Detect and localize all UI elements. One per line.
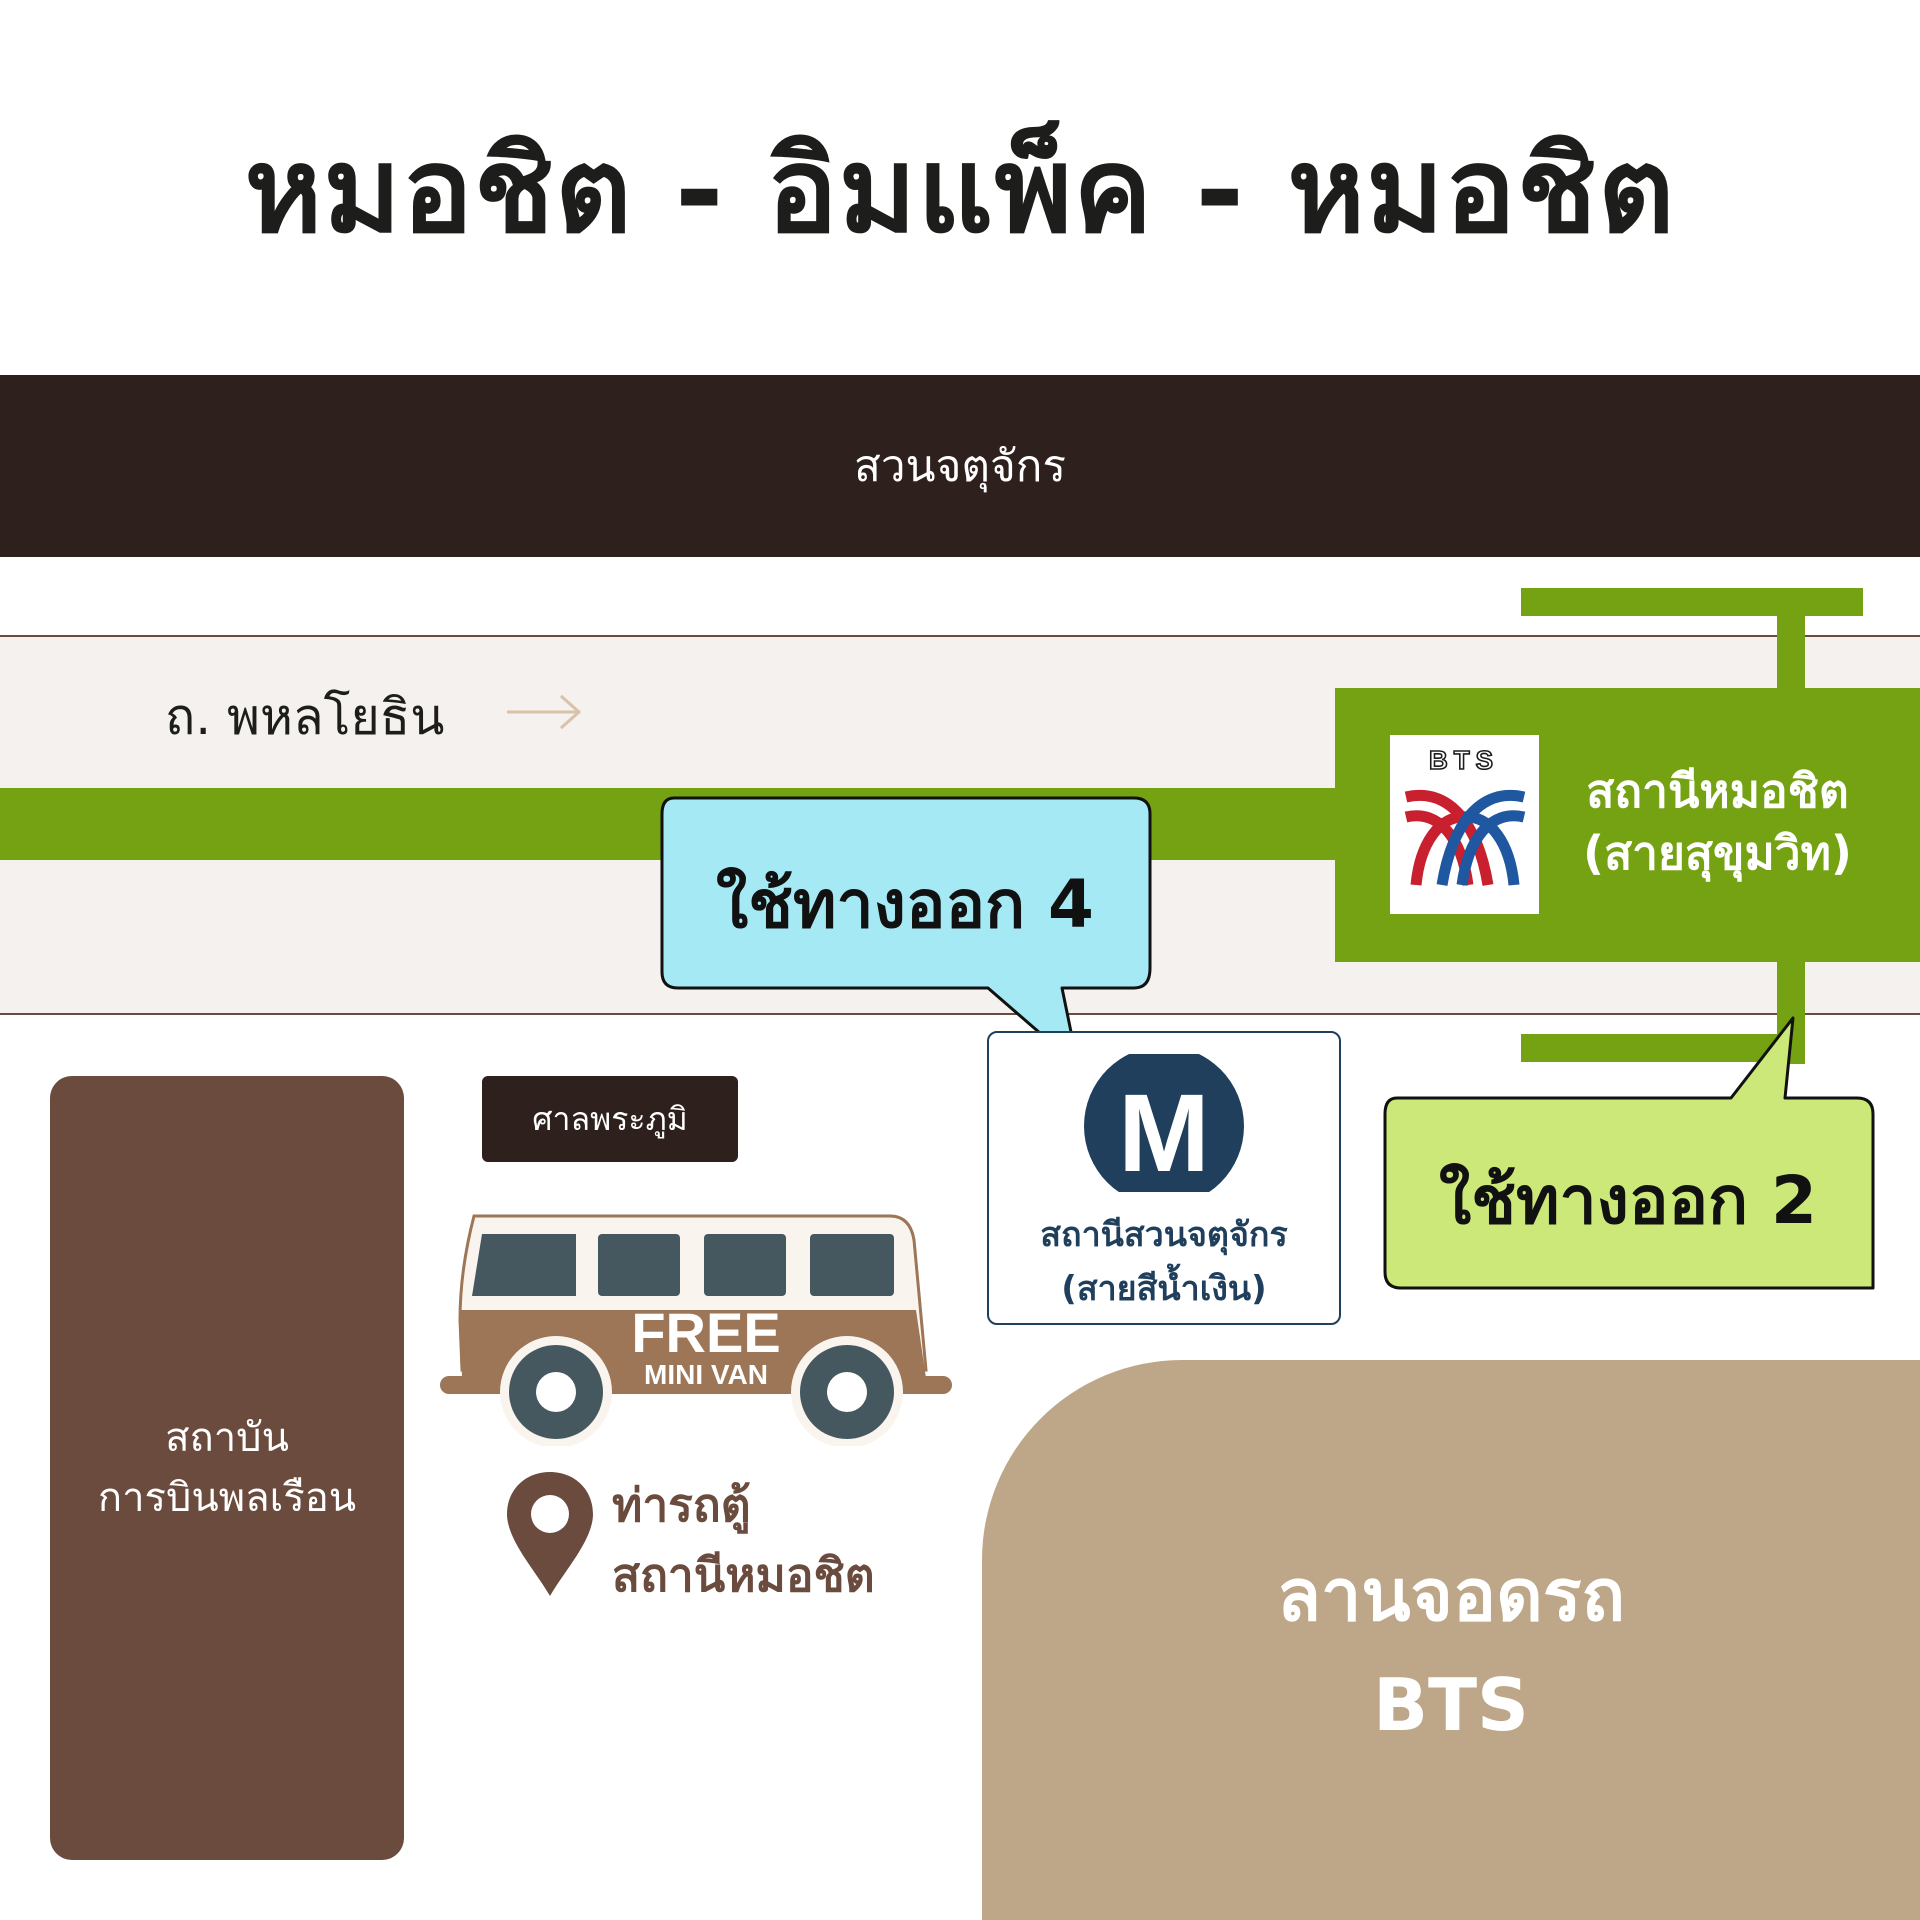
van-stop-line1: ท่ารถตู้: [612, 1478, 751, 1532]
institute-line2: การบินพลเรือน: [97, 1475, 357, 1521]
mrt-station-name-line1: สถานีสวนจตุจักร: [1040, 1215, 1288, 1255]
bts-logo: BTS: [1390, 735, 1539, 914]
shrine-label: ศาลพระภูมิ: [482, 1076, 738, 1162]
van-free-text: FREE: [631, 1301, 780, 1364]
bts-platform-bar-bottom: [1521, 1034, 1803, 1062]
mrt-station-name: สถานีสวนจตุจักร (สายสีน้ำเงิน): [987, 1208, 1341, 1316]
exit-4-callout: [660, 796, 1152, 1068]
bts-station-name: สถานีหมอชิต (สายสุขุมวิท): [1545, 760, 1890, 884]
exit-4-label: ใช้ทางออก 4: [716, 866, 1094, 943]
parking-label: ลานจอดรถ BTS: [982, 1540, 1920, 1760]
bts-platform-bar-top: [1521, 588, 1863, 616]
van-stop-line2: สถานีหมอชิต: [612, 1548, 875, 1602]
bts-station-name-line2: (สายสุขุมวิท): [1583, 826, 1852, 880]
parking-line1: ลานจอดรถ: [1276, 1553, 1626, 1637]
shrine-label-text: ศาลพระภูมิ: [532, 1099, 688, 1138]
bts-parking-lot: [982, 1360, 1920, 1920]
exit-2-label: ใช้ทางออก 2: [1439, 1162, 1817, 1239]
park-band: สวนจตุจักร: [0, 375, 1920, 557]
location-pin-icon: [507, 1472, 593, 1596]
bts-logo-icon: BTS: [1404, 744, 1526, 886]
aviation-institute-block: สถาบัน การบินพลเรือน: [50, 1076, 404, 1860]
road-direction-arrow-icon: [507, 694, 582, 730]
van-stop-label: ท่ารถตู้ สถานีหมอชิต: [612, 1470, 875, 1610]
mrt-station-name-line2: (สายสีน้ำเงิน): [1061, 1269, 1267, 1309]
bts-logo-text: BTS: [1429, 745, 1499, 775]
road-name: ถ. พหลโยธิน: [165, 688, 445, 746]
van-minivan-text: MINI VAN: [644, 1359, 768, 1390]
page-title: หมอชิต - อิมแพ็ค - หมอชิต: [244, 121, 1676, 259]
park-label: สวนจตุจักร: [853, 441, 1067, 492]
institute-line1: สถาบัน: [165, 1415, 289, 1461]
mini-van-icon: FREE MINI VAN: [440, 1214, 952, 1446]
bts-platform-stem-top: [1777, 610, 1805, 694]
exit-2-callout: [1383, 1016, 1875, 1290]
parking-line2: BTS: [1373, 1663, 1529, 1747]
mrt-logo-icon: M: [1084, 1054, 1244, 1194]
bts-station-name-line1: สถานีหมอชิต: [1586, 764, 1849, 818]
mrt-logo-letter: M: [1118, 1072, 1210, 1194]
